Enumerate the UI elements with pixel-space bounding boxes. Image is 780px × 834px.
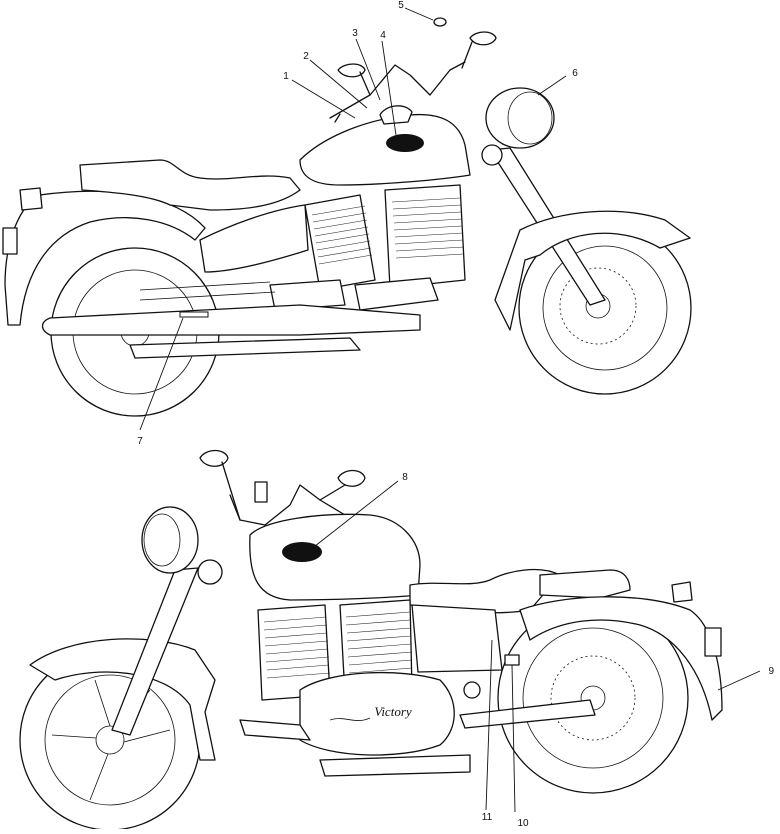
callout-8: 8 bbox=[402, 472, 408, 483]
tank-emblem-top bbox=[386, 134, 424, 152]
callout-3: 3 bbox=[352, 28, 358, 39]
headlight-top bbox=[485, 87, 555, 149]
decal-5-piece bbox=[433, 17, 447, 27]
rear-turn-signal-bottom bbox=[671, 581, 693, 603]
motorcycle-right-side bbox=[2, 17, 692, 417]
rear-wheel-bottom bbox=[497, 602, 689, 794]
callout-4: 4 bbox=[380, 30, 386, 41]
seat-top bbox=[79, 159, 301, 211]
motorcycle-left-side: Victory bbox=[19, 449, 723, 831]
callout-7: 7 bbox=[137, 436, 143, 447]
tank-emblem-bottom bbox=[282, 542, 322, 562]
tail-light-bottom bbox=[704, 627, 722, 657]
fuel-tank-top bbox=[299, 113, 471, 186]
headlight-bottom bbox=[141, 506, 199, 574]
callout-11: 11 bbox=[482, 812, 493, 823]
front-fender-bottom bbox=[29, 638, 216, 761]
callout-2: 2 bbox=[303, 51, 309, 62]
front-fender-top bbox=[494, 210, 691, 331]
mirror-left-top bbox=[337, 63, 366, 78]
callout-1: 1 bbox=[283, 71, 289, 82]
front-fork-bottom bbox=[111, 567, 199, 736]
callout-5: 5 bbox=[398, 0, 404, 11]
callout-10: 10 bbox=[517, 818, 529, 829]
fuel-tank-bottom bbox=[249, 513, 421, 601]
rear-turn-signal-top bbox=[19, 187, 43, 211]
tail-light-top bbox=[2, 227, 18, 255]
side-cover-top bbox=[199, 204, 309, 273]
primary-cover-bottom bbox=[299, 671, 455, 756]
grip-bottom bbox=[254, 481, 268, 503]
swingarm-bottom bbox=[459, 699, 596, 729]
rear-fender-bottom bbox=[519, 596, 723, 721]
mirror-right-top bbox=[469, 31, 497, 46]
decal-10-piece bbox=[504, 654, 520, 666]
exhaust-decal-top bbox=[179, 311, 209, 318]
engine-top bbox=[269, 184, 466, 311]
handlebar-bottom bbox=[229, 484, 376, 526]
exhaust-top bbox=[41, 304, 421, 336]
callout-9: 9 bbox=[768, 666, 774, 677]
mirror-left-bottom bbox=[199, 449, 229, 467]
exhaust-bottom bbox=[239, 719, 311, 741]
mirror-right-bottom bbox=[337, 469, 366, 487]
callout-6: 6 bbox=[572, 68, 578, 79]
callout-numbers: 1 2 3 4 5 6 7 8 9 10 11 bbox=[137, 0, 774, 829]
primary-cover-logo: Victory bbox=[374, 704, 412, 719]
callout-leaders bbox=[139, 7, 761, 813]
side-cover-bottom bbox=[411, 604, 503, 673]
engine-bottom: Victory bbox=[257, 599, 471, 777]
